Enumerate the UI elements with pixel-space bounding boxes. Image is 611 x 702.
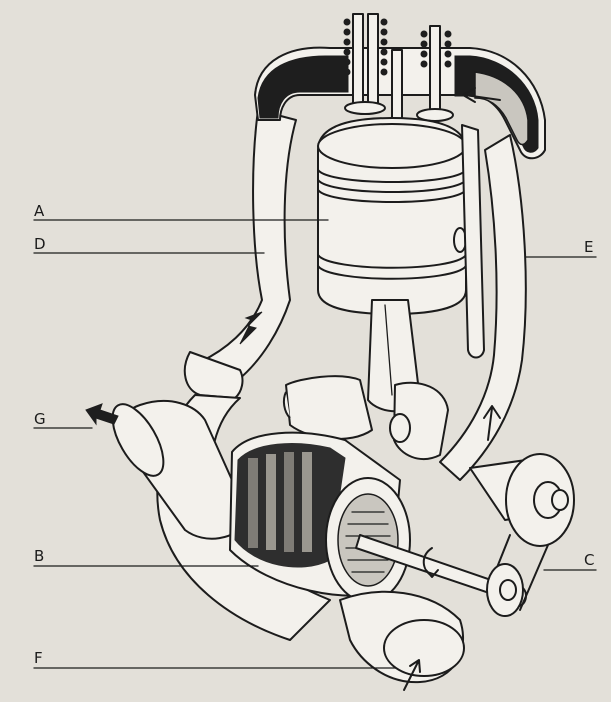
rotation-arrow-icon: [422, 547, 439, 578]
rotary-drum: [229, 431, 411, 603]
leader-lines: [33, 219, 597, 669]
cylinder-head: [254, 46, 546, 160]
label-F: F: [34, 649, 43, 667]
label-G: G: [34, 410, 46, 428]
transfer-duct-left: [199, 109, 297, 381]
piston: [317, 117, 467, 315]
pulley-upper: [469, 453, 575, 547]
flow-arrow-right-duct-icon: [483, 405, 501, 441]
piston-guide-rail: [461, 124, 485, 359]
flow-arrow-left-duct-icon: [239, 311, 263, 345]
exhaust-arrow-icon: [85, 403, 119, 426]
label-D: D: [34, 235, 46, 253]
part-labels: A D E G B C F: [34, 202, 594, 667]
flow-arrow-head-icon: [462, 87, 501, 103]
drive-belt: [486, 534, 549, 617]
label-A: A: [34, 202, 45, 220]
valve-stems: [344, 13, 454, 122]
label-E: E: [584, 238, 593, 256]
intake-arrow-icon: [403, 659, 421, 691]
intake-ring: [339, 590, 465, 691]
label-B: B: [34, 547, 44, 565]
transfer-duct-right: [439, 134, 527, 481]
label-C: C: [584, 551, 594, 569]
valve-springs: [343, 18, 452, 76]
crank-webs: [282, 375, 449, 460]
drum-fins: [248, 452, 312, 552]
exhaust-pipe: [85, 400, 251, 540]
